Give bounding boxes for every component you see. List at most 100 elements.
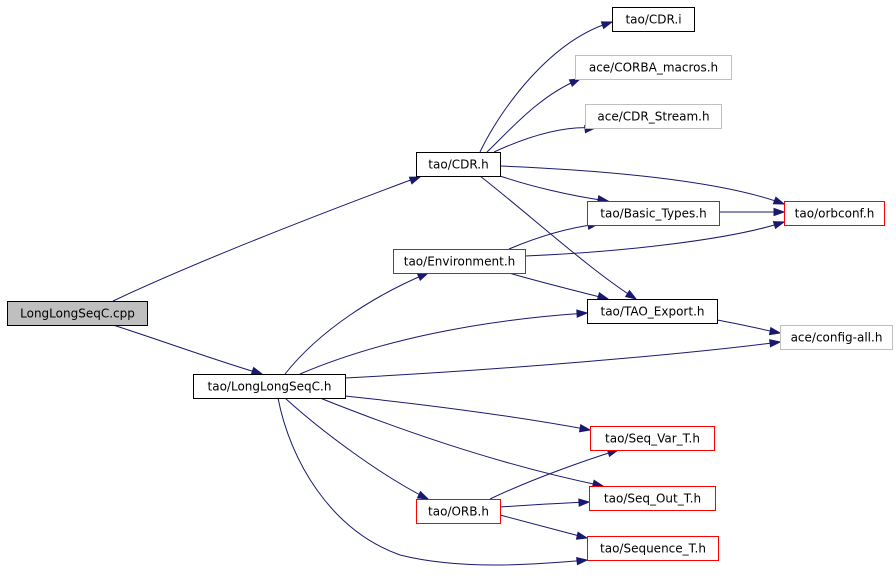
node-label: tao/CDR.h [428,158,488,172]
edge-arrowhead [600,21,614,30]
node-box[interactable] [587,201,720,226]
edge-tao_orb_h-to-tao_sequence_t_h [499,514,589,540]
node-tao_longlongseqc_h[interactable]: tao/LongLongSeqC.h [193,374,346,399]
edge-line [299,312,588,375]
edge-line [344,341,781,379]
edge-arrowhead [768,326,782,336]
edge-tao_tao_export_h-to-ace_config_all_h [716,319,782,336]
node-box[interactable] [612,7,695,32]
edge-longlongseqc_cpp-to-tao_cdr_h [112,176,422,302]
node-ace_config_all_h[interactable]: ace/config-all.h [780,325,893,350]
edge-arrowhead [772,196,786,205]
edge-arrowhead [416,490,430,500]
edge-line [284,272,429,375]
edge-line [524,221,785,257]
node-tao_seq_out_t_h[interactable]: tao/Seq_Out_T.h [589,486,716,511]
node-box[interactable] [193,374,346,399]
node-tao_seq_var_t_h[interactable]: tao/Seq_Var_T.h [590,426,715,451]
edge-tao_cdr_h-to-tao_basic_types_h [499,175,610,204]
node-label: tao/Seq_Var_T.h [605,432,700,446]
node-label: ace/config-all.h [791,331,883,345]
node-tao_cdr_i[interactable]: tao/CDR.i [612,7,695,32]
node-label: tao/TAO_Export.h [601,305,705,319]
edge-arrowhead [250,366,264,375]
node-box[interactable] [784,201,885,226]
edge-arrowhead [624,289,638,300]
node-label: tao/Environment.h [404,255,516,269]
edge-arrowhead [576,309,589,318]
edge-line [489,449,619,500]
edge-line [112,324,263,375]
node-box[interactable] [393,249,526,274]
edge-arrowhead [408,176,422,185]
node-box[interactable] [587,299,718,324]
edge-tao_longlongseqc_h-to-tao_orb_h [284,397,430,500]
node-label: ace/CDR_Stream.h [597,110,709,124]
edge-line [479,175,637,300]
edge-arrowhead [568,78,582,88]
node-label: LongLongSeqC.cpp [20,307,135,321]
node-label: tao/orbconf.h [795,207,875,221]
edge-tao_environment_h-to-tao_orbconf_h [524,221,786,257]
node-box[interactable] [575,55,732,80]
edge-arrowhead [575,531,589,540]
edge-longlongseqc_cpp-to-tao_longlongseqc_h [112,324,264,375]
edge-arrowhead [578,424,592,433]
edge-line [508,272,609,300]
edge-line [479,21,613,153]
edge-line [319,397,604,487]
edge-tao_longlongseqc_h-to-tao_seq_out_t_h [319,397,605,488]
edge-line [499,165,785,205]
edge-arrowhead [769,339,782,348]
node-ace_cdr_stream_h[interactable]: ace/CDR_Stream.h [585,104,722,129]
node-tao_orbconf_h[interactable]: tao/orbconf.h [784,201,885,226]
node-box[interactable] [589,486,716,511]
node-box[interactable] [416,152,501,177]
edge-line [277,397,588,566]
node-label: tao/Basic_Types.h [600,207,706,221]
node-label: tao/CDR.i [625,13,681,27]
edge-line [112,177,417,302]
node-tao_sequence_t_h[interactable]: tao/Sequence_T.h [587,536,719,561]
edge-tao_longlongseqc_h-to-ace_config_all_h [344,339,782,379]
edge-line [499,175,609,202]
edge-tao_cdr_h-to-tao_orbconf_h [499,165,786,205]
edge-arrowhead [772,221,786,230]
node-box[interactable] [780,325,893,350]
edge-line [486,78,581,153]
node-label: tao/LongLongSeqC.h [208,380,332,394]
edge-tao_longlongseqc_h-to-tao_sequence_t_h [277,397,589,566]
node-ace_corba_macros_h[interactable]: ace/CORBA_macros.h [575,55,732,80]
node-box[interactable] [590,426,715,451]
edge-arrowhead [773,207,786,217]
node-tao_basic_types_h[interactable]: tao/Basic_Types.h [587,201,720,226]
edge-tao_longlongseqc_h-to-tao_seq_var_t_h [344,395,592,433]
edges-layer [112,21,786,566]
node-box[interactable] [585,104,722,129]
edge-tao_environment_h-to-tao_tao_export_h [508,272,610,301]
edge-line [493,127,596,153]
node-label: ace/CORBA_macros.h [589,61,718,75]
edge-arrowhead [576,557,589,566]
edge-line [284,397,429,500]
edge-tao_longlongseqc_h-to-tao_tao_export_h [299,309,589,375]
edge-line [499,501,590,508]
edge-arrowhead [416,272,430,282]
node-label: tao/Seq_Out_T.h [604,492,701,506]
node-tao_environment_h[interactable]: tao/Environment.h [393,249,526,274]
node-tao_orb_h[interactable]: tao/ORB.h [416,499,501,524]
node-tao_tao_export_h[interactable]: tao/TAO_Export.h [587,299,718,324]
edge-tao_longlongseqc_h-to-tao_environment_h [284,272,430,375]
node-label: tao/ORB.h [428,505,489,519]
node-box[interactable] [587,536,719,561]
node-box[interactable] [7,301,148,326]
edge-tao_cdr_h-to-tao_tao_export_h [479,175,638,300]
edge-tao_cdr_h-to-tao_cdr_i [479,21,614,153]
edge-line [499,514,588,539]
node-label: tao/Sequence_T.h [600,542,706,556]
node-longlongseqc_cpp[interactable]: LongLongSeqC.cpp [7,301,148,326]
edge-tao_cdr_h-to-ace_corba_macros_h [486,78,582,153]
edge-arrowhead [596,292,610,301]
node-tao_cdr_h[interactable]: tao/CDR.h [416,152,501,177]
node-box[interactable] [416,499,501,524]
